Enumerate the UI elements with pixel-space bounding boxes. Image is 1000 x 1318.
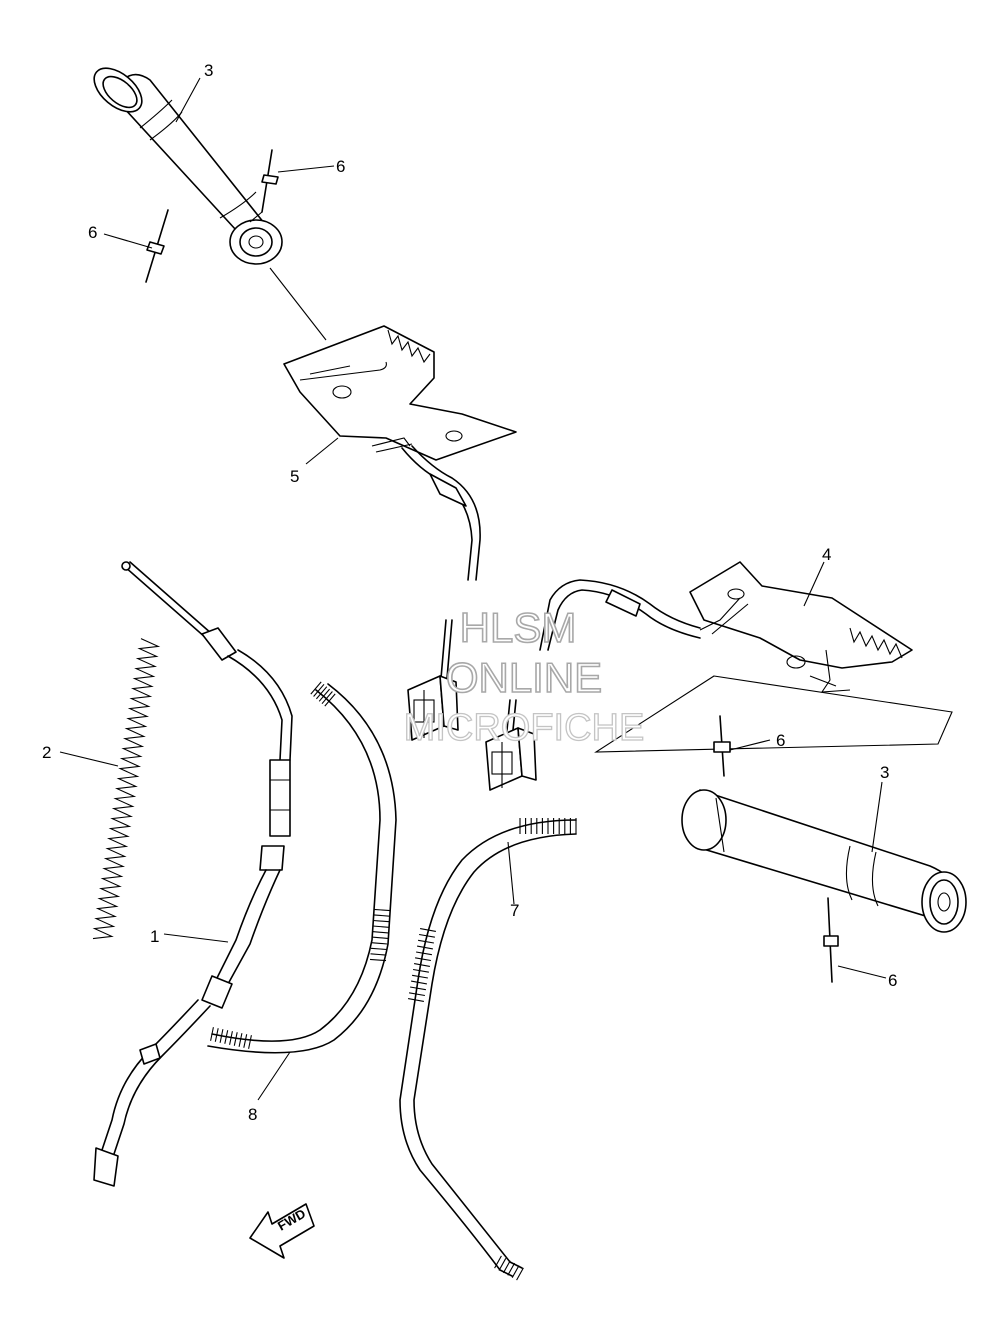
grip-right <box>681 789 967 933</box>
fwd-arrow: FWD <box>249 1203 315 1259</box>
spring <box>92 638 161 940</box>
watermark-line3: MICROFICHE <box>404 707 645 749</box>
leader-lines <box>59 77 887 1101</box>
heater-element-top <box>283 325 517 461</box>
watermark-line2: ONLINE <box>446 654 602 701</box>
callout-3-top: 3 <box>204 61 213 80</box>
callout-6-c: 6 <box>776 731 785 750</box>
callout-7: 7 <box>510 901 519 920</box>
watermark-line1: HLSM <box>460 604 577 651</box>
callouts: 3 6 6 5 4 2 6 3 1 7 6 8 <box>42 61 897 1124</box>
rivet-right-top <box>713 715 731 777</box>
callout-1: 1 <box>150 927 159 946</box>
callout-6-a: 6 <box>336 157 345 176</box>
rivet-top-left <box>145 209 169 283</box>
watermark: HLSM ONLINE MICROFICHE <box>403 603 645 749</box>
rivet-top-right <box>249 149 279 223</box>
wire-right <box>505 579 701 741</box>
callout-6-d: 6 <box>888 971 897 990</box>
hose-8 <box>207 681 397 1054</box>
connector-top <box>407 675 459 741</box>
rivet-right-bottom <box>823 897 839 983</box>
cable <box>93 561 293 1187</box>
hose-7 <box>399 818 577 1281</box>
callout-4: 4 <box>822 545 831 564</box>
callout-2: 2 <box>42 743 51 762</box>
connector-right <box>485 727 537 791</box>
callout-5: 5 <box>290 467 299 486</box>
grip-top <box>93 67 327 341</box>
callout-3-right: 3 <box>880 763 889 782</box>
callout-6-b: 6 <box>88 223 97 242</box>
heater-element-right <box>594 561 953 753</box>
callout-8: 8 <box>248 1105 257 1124</box>
